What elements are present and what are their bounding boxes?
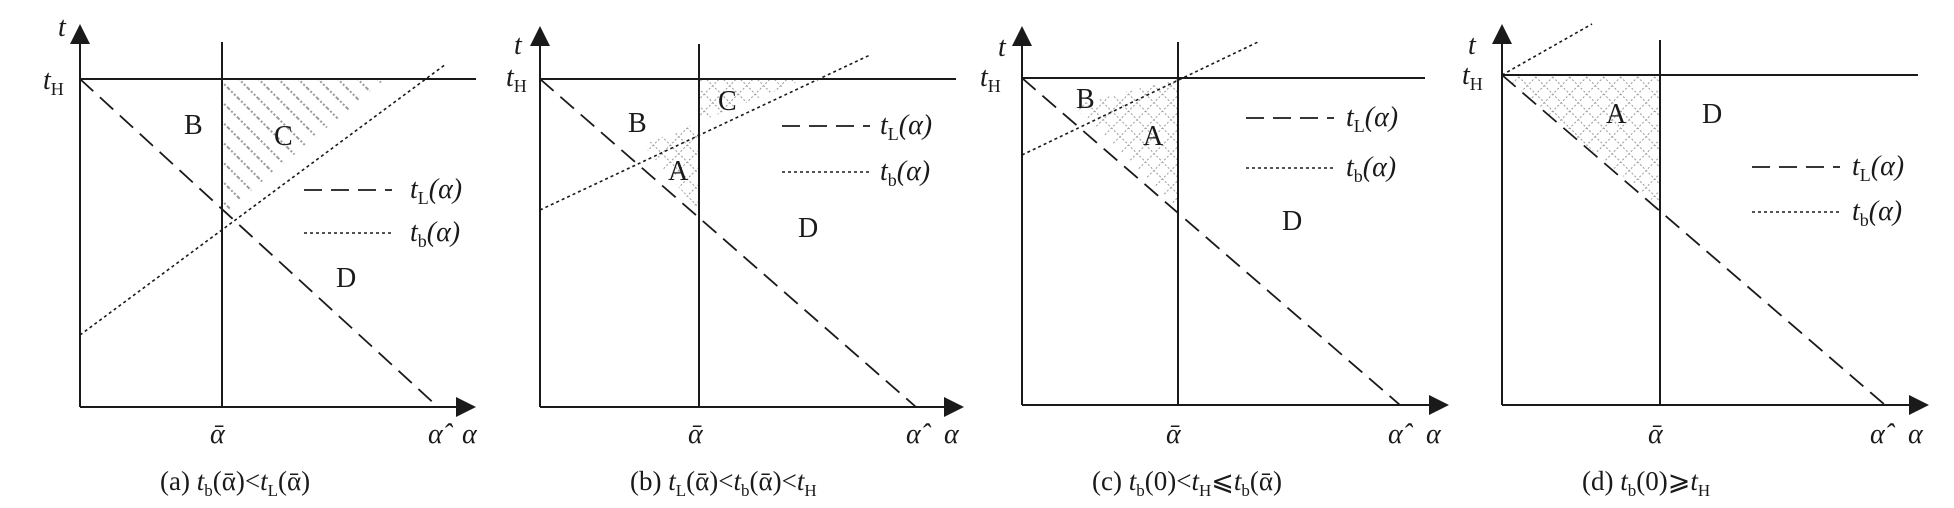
alpha-axis-label: α bbox=[1908, 419, 1924, 450]
legend-tL-label: tL(α) bbox=[1852, 151, 1904, 185]
alpha-bar-label: ᾱ bbox=[210, 419, 226, 450]
caption-d: (d) tb(0)⩾tH bbox=[1582, 466, 1710, 500]
legend-tb-label: tb(α) bbox=[1852, 196, 1902, 230]
region-D-label: D bbox=[336, 263, 356, 294]
alpha-axis-label: α bbox=[462, 419, 478, 450]
region-C-label: C bbox=[274, 121, 293, 152]
panel-c: t tH ᾱ α̂ α B A D tL(α) tb(α) (c) tb(0)<… bbox=[980, 26, 1449, 500]
tL-line bbox=[1021, 77, 1401, 406]
region-A-hatch bbox=[1502, 75, 1660, 207]
tb-line bbox=[79, 63, 447, 336]
alpha-hat-label: α̂ bbox=[1388, 419, 1414, 450]
region-D-label: D bbox=[1282, 206, 1302, 237]
region-A-label: A bbox=[1606, 99, 1627, 130]
region-A-label: A bbox=[1143, 121, 1164, 152]
region-B-label: B bbox=[184, 110, 203, 141]
legend-tL-label: tL(α) bbox=[880, 110, 932, 144]
region-A-hatch bbox=[643, 122, 699, 211]
alpha-bar-label: ᾱ bbox=[1166, 419, 1182, 450]
tL-line bbox=[1501, 74, 1886, 406]
tb-line bbox=[1501, 23, 1593, 76]
t-axis-label: t bbox=[998, 32, 1007, 63]
panel-a: t tH ᾱ α̂ α B C D tL(α) tb(α) (a) tb(ᾱ)<… bbox=[43, 12, 478, 500]
tH-label: tH bbox=[506, 62, 527, 96]
alpha-hat-label: α̂ bbox=[1870, 419, 1896, 450]
t-axis-label: t bbox=[514, 30, 523, 61]
legend-tL-label: tL(α) bbox=[1346, 102, 1398, 136]
legend-tL-label: tL(α) bbox=[410, 174, 462, 208]
alpha-axis-label: α bbox=[944, 419, 960, 450]
legend-tb-label: tb(α) bbox=[1346, 152, 1396, 186]
region-D-label: D bbox=[1702, 99, 1722, 130]
panel-b: t tH ᾱ α̂ α B C A D tL(α) tb(α) (b) tL(ᾱ… bbox=[506, 26, 964, 500]
region-B-label: B bbox=[628, 108, 647, 139]
alpha-axis-label: α bbox=[1426, 419, 1442, 450]
t-axis-label: t bbox=[58, 12, 67, 43]
legend-tb-label: tb(α) bbox=[880, 156, 930, 190]
region-A-hatch bbox=[1073, 78, 1178, 208]
t-axis-label: t bbox=[1468, 30, 1477, 61]
alpha-bar-label: ᾱ bbox=[1648, 419, 1664, 450]
tH-label: tH bbox=[980, 62, 1001, 96]
alpha-hat-label: α̂ bbox=[906, 419, 932, 450]
alpha-hat-label: α̂ bbox=[428, 419, 454, 450]
caption-c: (c) tb(0)<tH⩽tb(ᾱ) bbox=[1092, 466, 1282, 500]
region-C-hatch bbox=[222, 79, 385, 215]
panel-d: t tH ᾱ α̂ α A D tL(α) tb(α) (d) tb(0)⩾tH bbox=[1462, 23, 1929, 500]
region-D-label: D bbox=[798, 213, 818, 244]
tb-line bbox=[1021, 41, 1259, 156]
region-B-label: B bbox=[1076, 84, 1095, 115]
region-C-label: C bbox=[718, 86, 737, 117]
legend-tb-label: tb(α) bbox=[410, 217, 460, 251]
caption-a: (a) tb(ᾱ)<tL(ᾱ) bbox=[160, 466, 310, 500]
tb-line bbox=[539, 54, 871, 211]
tH-label: tH bbox=[43, 65, 64, 99]
tL-line bbox=[539, 78, 917, 408]
region-A-label: A bbox=[668, 156, 689, 187]
alpha-bar-label: ᾱ bbox=[688, 419, 704, 450]
tH-label: tH bbox=[1462, 60, 1483, 94]
caption-b: (b) tL(ᾱ)<tb(ᾱ)<tH bbox=[630, 466, 817, 500]
region-C-hatch bbox=[699, 79, 805, 122]
